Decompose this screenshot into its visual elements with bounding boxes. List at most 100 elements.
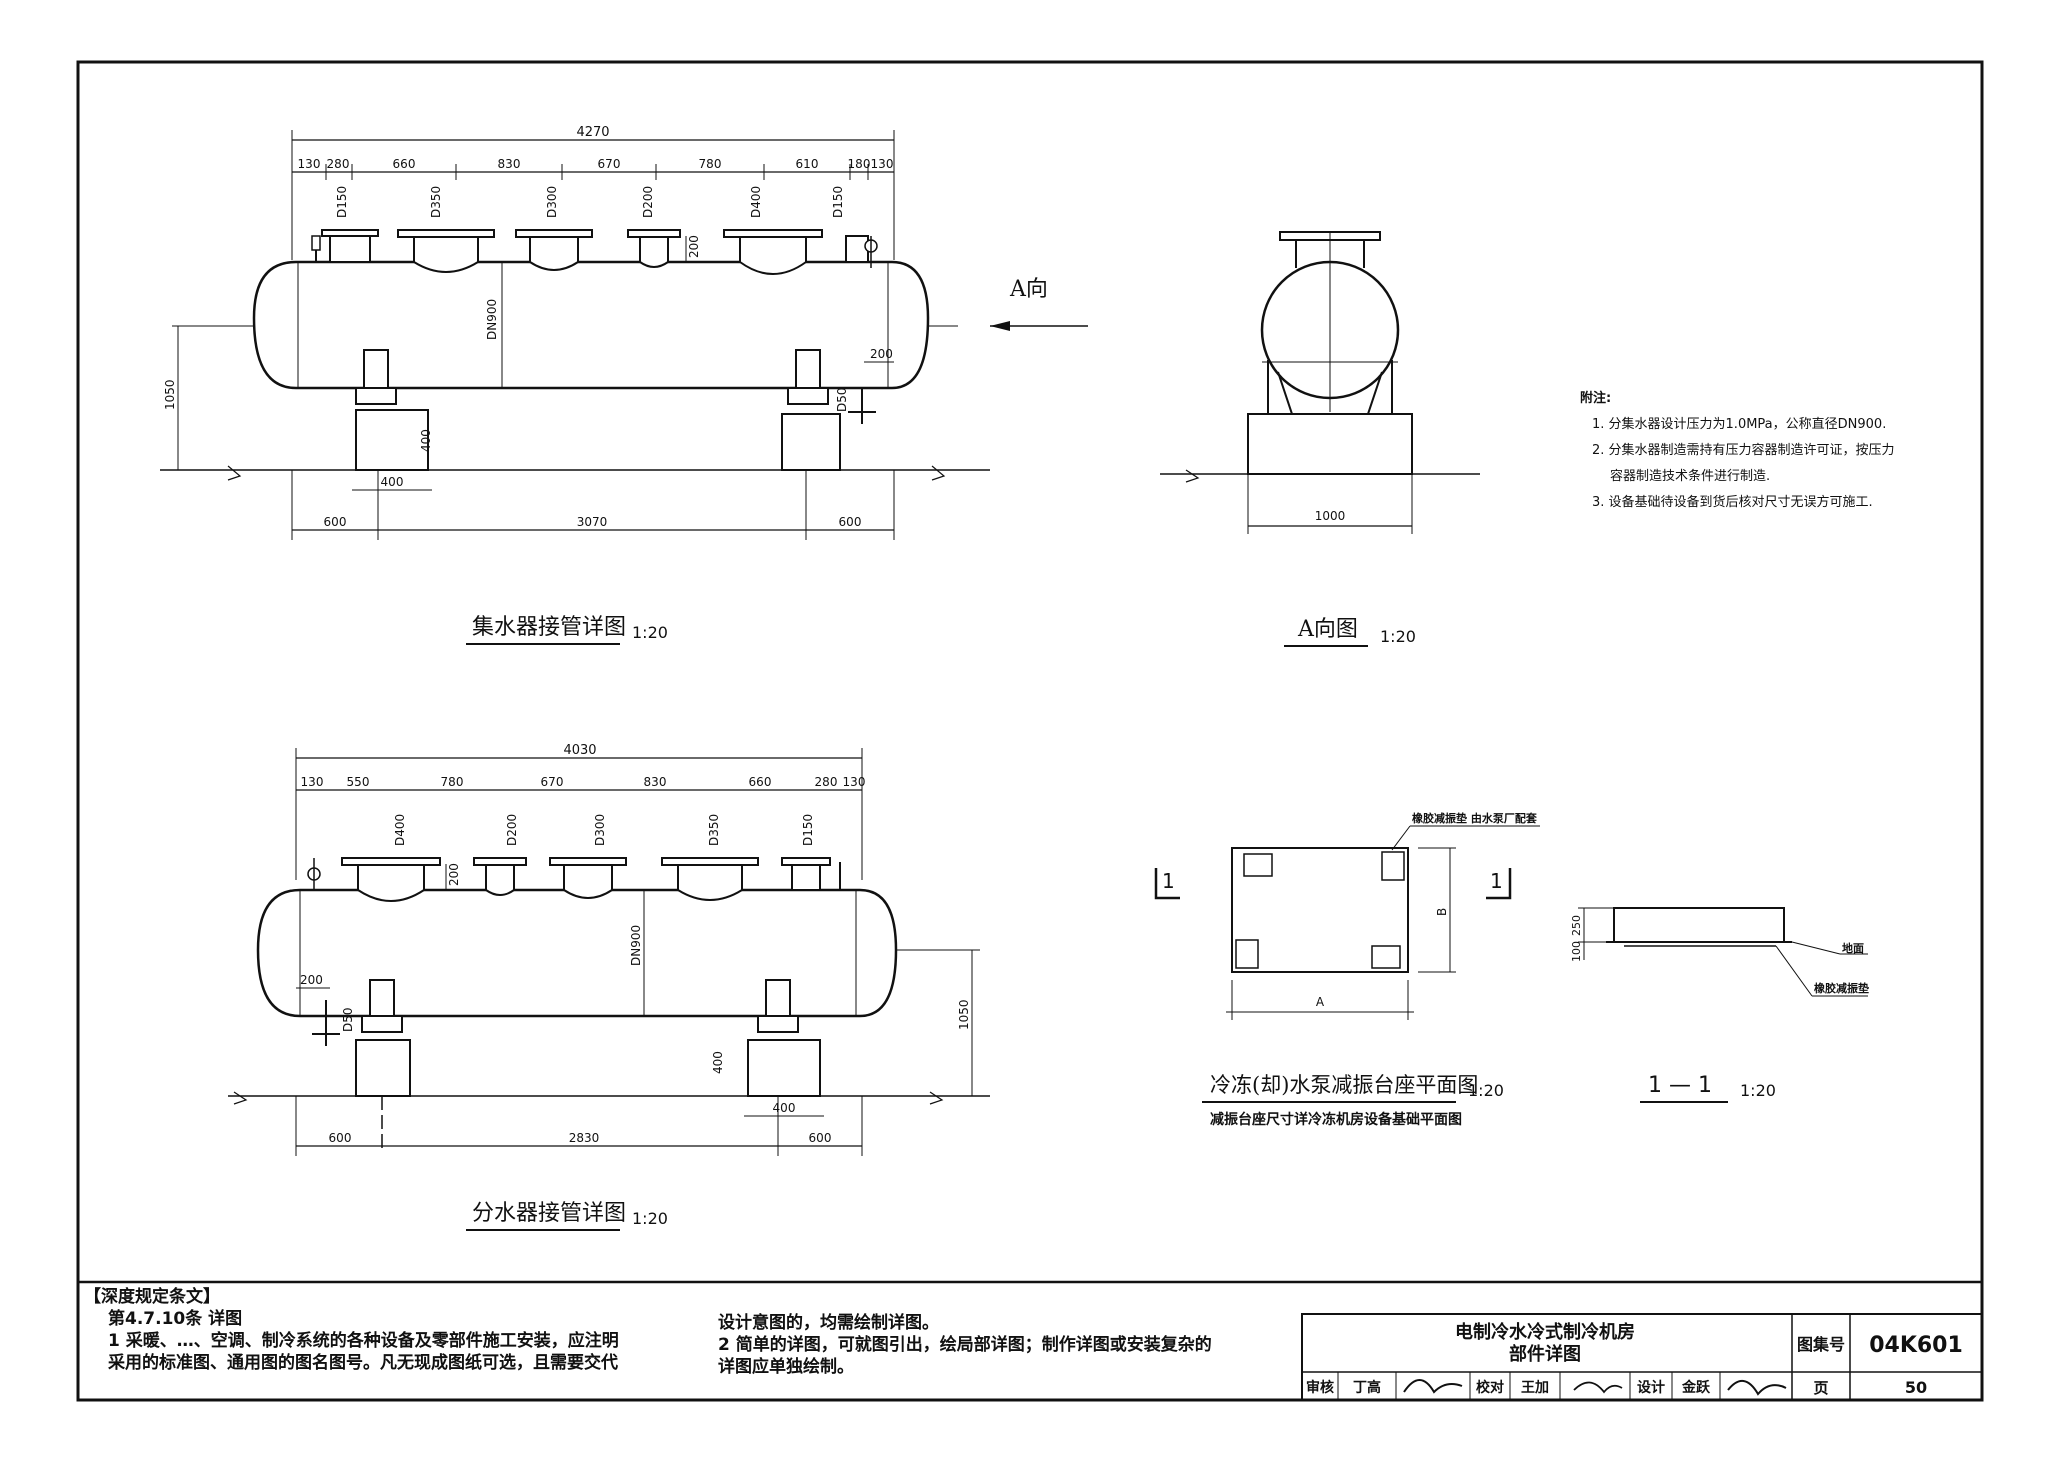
overall-dim: 4270 [576,125,609,140]
section-mark-left: 1 [1162,869,1175,893]
seg-dim-b7: 280 [815,775,838,789]
pipe-label-5: D400 [749,186,763,218]
seg-dim-5: 670 [598,157,621,171]
footer-mid-3: 详图应单独绘制。 [718,1357,854,1377]
sec-dim-250: 250 [1570,915,1583,936]
pad-scale: 1:20 [1468,1081,1504,1100]
pad-title: 冷冻(却)水泵减振台座平面图 [1210,1073,1478,1097]
small-dim-6: 1050 [163,379,177,410]
pipe-label-b2: D200 [505,814,519,846]
bottom-dim-1: 600 [324,515,347,529]
nozzles-top [311,229,878,275]
notes-heading: 附注: [1580,390,1611,406]
pad-plan-drawing: 橡胶减振垫 由水泵厂配套 B A 1 1 冷冻(却)水泵减振台座平面图 1:20… [1154,811,1540,1128]
sec-label-pad: 橡胶减振垫 [1814,981,1869,995]
footer-left-2: 采用的标准图、通用图的图名图号。凡无现成图纸可选，且需要交代 [108,1353,618,1373]
top-title: 集水器接管详图 [472,615,626,640]
tb-page-label: 页 [1813,1379,1828,1397]
tb-sign-6: 金跃 [1681,1379,1711,1396]
section-title: 1 — 1 [1648,1073,1712,1098]
signature-3 [1727,1380,1787,1396]
small-dim-b3: D50 [341,1007,355,1032]
footer-clause-line: 第4.7.10条 详图 [108,1309,243,1329]
a-view-drawing: 1000 A向图 1:20 [1160,231,1480,647]
bottom-dim-3: 600 [839,515,862,529]
seg-dim-2: 280 [327,157,350,171]
section-11-drawing: 250 100 地面 橡胶减振垫 1 — 1 1:20 [1570,907,1869,1103]
section-mark-right: 1 [1490,869,1503,893]
small-dim-4: 400 [419,429,433,452]
footer-clause: 【深度规定条文】 第4.7.10条 详图 1 采暖、…、空调、制冷系统的各种设备… [78,1282,1982,1400]
pipe-label-6: D150 [831,186,845,218]
small-dim-b6: 1050 [957,999,971,1030]
distributor-drawing: 4030 130 550 780 670 830 660 280 130 DN9… [228,743,990,1231]
seg-dim-b4: 670 [541,775,564,789]
seg-dim-b3: 780 [441,775,464,789]
tb-page-no: 50 [1905,1378,1927,1397]
collector-vessel [252,260,930,390]
sec-label-floor: 地面 [1842,941,1864,955]
seg-dim-8: 180 [848,157,871,171]
footer-mid-2: 2 简单的详图，可就图引出，绘局部详图；制作详图或安装复杂的 [718,1335,1212,1355]
a-view-scale: 1:20 [1380,627,1416,646]
overall-dim-b: 4030 [563,743,596,758]
bottom-scale: 1:20 [632,1209,668,1228]
tb-title-2: 部件详图 [1509,1343,1581,1365]
tb-sign-1: 审核 [1306,1379,1334,1396]
seg-dim-6: 780 [699,157,722,171]
tb-sign-3: 校对 [1476,1379,1504,1396]
seg-dim-9: 130 [871,157,894,171]
tb-atlas-no: 04K601 [1869,1333,1963,1358]
pipe-label-4: D200 [641,186,655,218]
title-block-grid [1301,1313,1983,1401]
nozzles-bottom [307,857,841,902]
sec-dim-100: 100 [1570,941,1583,962]
pipe-label-b3: D300 [593,814,607,846]
pipe-label-b5: D150 [801,814,815,846]
small-dim-b1: 200 [447,863,461,886]
small-dim-3: D50 [835,387,849,412]
seg-dim-4: 830 [498,157,521,171]
distributor-vessel [256,888,898,1018]
tb-title-1: 电制冷水冷式制冷机房 [1455,1321,1635,1343]
pipe-label-1: D150 [335,186,349,218]
tb-sign-5: 设计 [1637,1379,1665,1396]
footer-mid-1: 设计意图的，均需绘制详图。 [718,1313,939,1333]
note-2: 2. 分集水器制造需持有压力容器制造许可证，按压力 [1592,442,1895,458]
small-dim-2: 200 [870,347,893,361]
footer-heading: 【深度规定条文】 [84,1287,220,1307]
bottom-dim-b2: 2830 [569,1131,600,1145]
seg-dim-1: 130 [298,157,321,171]
footer-left-1: 1 采暖、…、空调、制冷系统的各种设备及零部件施工安装，应注明 [108,1331,619,1351]
signature-1 [1403,1379,1463,1394]
pipe-label-2: D350 [429,186,443,218]
note-1: 1. 分集水器设计压力为1.0MPa，公称直径DN900. [1592,416,1886,432]
pad-dim-b: B [1435,908,1449,916]
notes-block: 附注: 1. 分集水器设计压力为1.0MPa，公称直径DN900. 2. 分集水… [1580,390,1895,510]
small-dim-b4: 400 [711,1051,725,1074]
small-dim-b2: 200 [300,973,323,987]
supports-bottom [312,979,821,1097]
tb-atlas-label: 图集号 [1797,1335,1845,1354]
pad-dim-a: A [1316,995,1325,1009]
supports-top [355,349,876,471]
seg-dim-3: 660 [393,157,416,171]
a-view-title: A向图 [1297,617,1358,642]
pipe-label-b1: D400 [393,814,407,846]
seg-dim-b2: 550 [347,775,370,789]
small-dim-1: 200 [687,235,701,258]
a-view-width-dim: 1000 [1315,509,1346,523]
seg-dim-b8: 130 [843,775,866,789]
section-scale: 1:20 [1740,1081,1776,1100]
seg-dim-7: 610 [796,157,819,171]
seg-dim-b6: 660 [749,775,772,789]
tb-sign-2: 丁高 [1353,1379,1381,1396]
small-dim-5: 400 [381,475,404,489]
bottom-dim-b1: 600 [329,1131,352,1145]
note-3: 3. 设备基础待设备到货后核对尺寸无误方可施工. [1592,494,1873,510]
top-scale: 1:20 [632,623,668,642]
direction-label: A向 [1009,277,1048,302]
pipe-label-3: D300 [545,186,559,218]
signature-2 [1573,1381,1623,1394]
